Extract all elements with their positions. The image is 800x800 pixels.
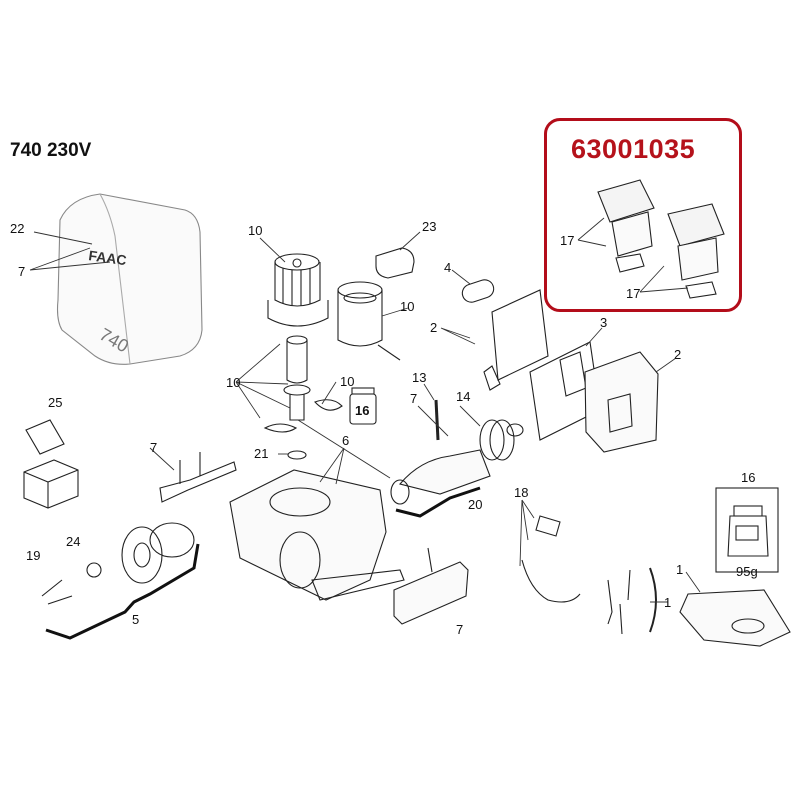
callout-18: 18 (514, 485, 528, 500)
motor-assembly (267, 253, 329, 327)
washer (287, 450, 307, 460)
callout-24: 24 (66, 534, 80, 549)
callout-10: 10 (248, 223, 262, 238)
callout-17: 17 (626, 286, 640, 301)
leader-lines (29, 217, 701, 603)
callout-25: 25 (48, 395, 62, 410)
callout-7: 7 (456, 622, 463, 637)
callout-2: 2 (674, 347, 681, 362)
callout-22: 22 (10, 221, 24, 236)
model-title: 740 230V (10, 140, 92, 161)
callout-16: 16 (355, 403, 369, 418)
grease-weight: 95g (736, 564, 758, 579)
rotor-shaft (263, 335, 343, 433)
callout-23: 23 (422, 219, 436, 234)
foundation-plate (679, 589, 791, 647)
highlighted-kit (597, 179, 725, 299)
callout-20: 20 (468, 497, 482, 512)
screws (41, 562, 102, 605)
capacitor (375, 247, 495, 303)
callout-10: 10 (226, 375, 240, 390)
grease-jar-large (715, 487, 779, 573)
callout-19: 19 (26, 548, 40, 563)
housing-cover: FAAC 740 (56, 193, 203, 365)
callout-7: 7 (18, 264, 25, 279)
gearbox-housing (229, 469, 405, 601)
callout-7: 7 (150, 440, 157, 455)
callout-16: 16 (741, 470, 755, 485)
callout-17: 17 (560, 233, 574, 248)
callout-13: 13 (412, 370, 426, 385)
callout-4: 4 (444, 260, 451, 275)
callout-2: 2 (430, 320, 437, 335)
pinion-seal (45, 522, 200, 640)
callout-6: 6 (342, 433, 349, 448)
limit-switch (521, 515, 581, 603)
callout-10: 10 (400, 299, 414, 314)
callout-1: 1 (664, 595, 671, 610)
callout-7: 7 (410, 391, 417, 406)
callout-10: 10 (340, 374, 354, 389)
callout-14: 14 (456, 389, 470, 404)
callout-labels: 22 7 10 23 4 10 2 3 2 17 17 10 10 16 13 … (10, 219, 758, 637)
cover-panel (393, 547, 469, 625)
callout-3: 3 (600, 315, 607, 330)
gear-train (390, 399, 524, 518)
grease-jar-small (349, 387, 377, 425)
highlighted-kit-frame (544, 118, 742, 312)
control-board (483, 289, 659, 453)
release-bracket (159, 452, 237, 503)
stator (337, 281, 401, 361)
part-code: 63001035 (571, 134, 696, 164)
callout-21: 21 (254, 446, 268, 461)
callout-5: 5 (132, 612, 139, 627)
callout-1: 1 (676, 562, 683, 577)
packaging-box (23, 419, 79, 509)
cable-glands (607, 567, 657, 635)
